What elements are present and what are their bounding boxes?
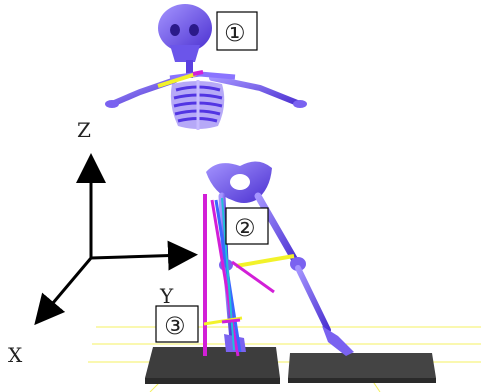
segment-1-label: ①	[224, 19, 246, 47]
y-axis-label: Y	[159, 284, 174, 308]
right-tibia	[298, 268, 328, 330]
upper-body-skeleton	[105, 4, 307, 130]
skull	[158, 4, 212, 52]
right-arm	[212, 78, 300, 104]
force-plate-right	[288, 353, 436, 378]
segment-1-tag: ①	[217, 12, 257, 50]
force-vector-yellow-knee	[236, 256, 294, 266]
right-foot	[322, 326, 354, 356]
y-axis-arrow	[91, 255, 186, 258]
segment-2-label: ②	[234, 214, 256, 242]
rib-cage	[171, 80, 224, 130]
segment-3-label: ③	[164, 312, 186, 340]
x-axis-arrow	[42, 258, 91, 316]
x-axis-label: X	[8, 343, 23, 367]
force-vector-shoulder-magenta	[193, 72, 203, 74]
force-plate-left	[145, 347, 280, 378]
segment-2-tag: ②	[226, 208, 268, 244]
force-vector-magenta-ankle	[222, 320, 240, 322]
force-vector-magenta-knee	[232, 262, 274, 292]
z-axis-label: Z	[77, 118, 91, 142]
force-plates	[145, 347, 436, 384]
segment-3-tag: ③	[156, 306, 198, 342]
